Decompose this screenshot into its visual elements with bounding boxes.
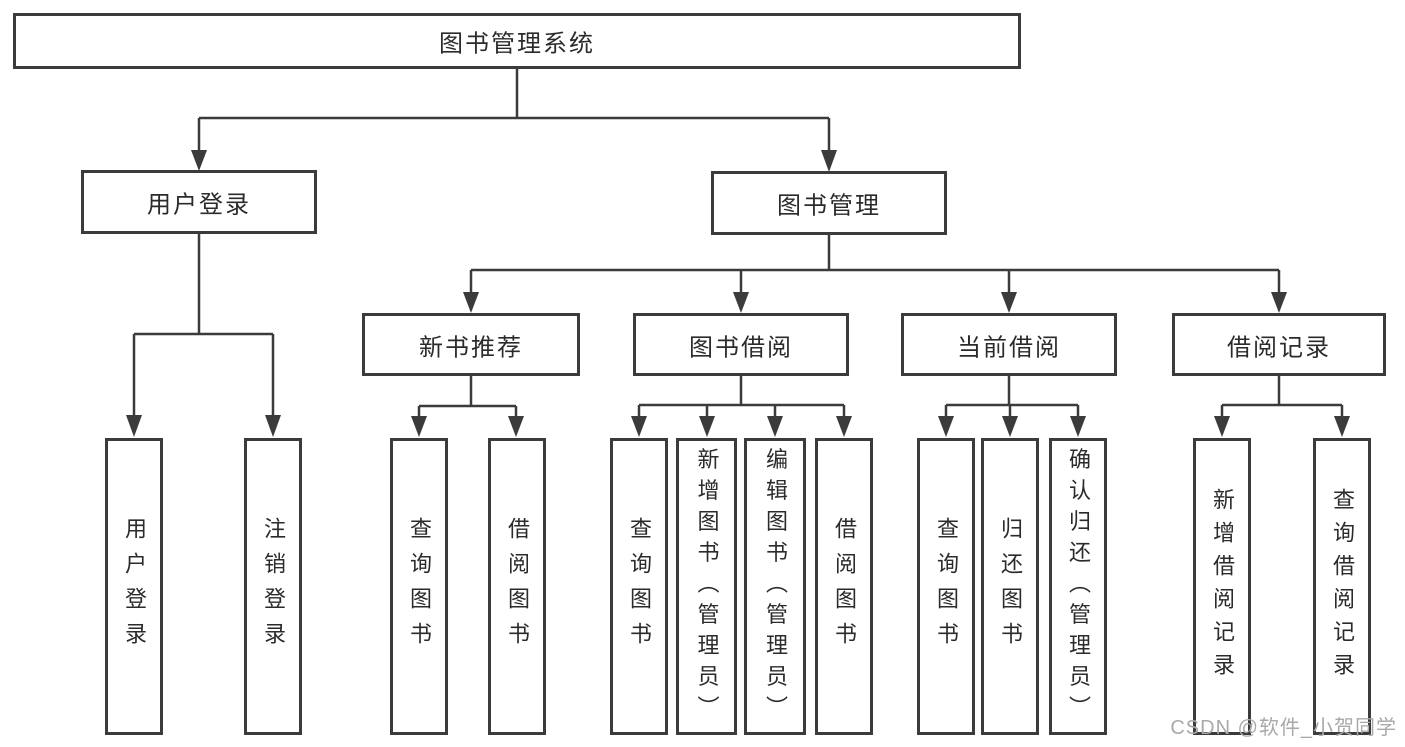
node-current-borrowing: 当前借阅: [901, 313, 1117, 376]
arrow-down-icon: [1334, 416, 1350, 437]
arrow-down-icon: [1001, 292, 1017, 313]
node-label: 图书管理系统: [439, 30, 595, 58]
leaf-add-books-admin: 新增图书（管理员）: [676, 438, 737, 735]
node-label: 用户登录: [122, 516, 147, 657]
leaf-query-books: 查询图书: [390, 438, 448, 735]
connector-borrowing-branch: [637, 375, 846, 417]
node-label: 图书借阅: [689, 334, 793, 361]
arrow-down-icon: [1002, 416, 1018, 437]
node-label: 查询借阅记录: [1330, 487, 1355, 686]
leaf-borrow-books: 借阅图书: [815, 438, 873, 735]
node-label: 查询图书: [627, 516, 652, 657]
node-label: 用户登录: [147, 191, 251, 219]
node-user-login: 用户登录: [81, 170, 317, 234]
leaf-query-books: 查询图书: [917, 438, 975, 735]
arrow-down-icon: [191, 150, 207, 171]
node-new-book-recommend: 新书推荐: [362, 313, 580, 376]
arrow-down-icon: [463, 292, 479, 313]
node-label: 编辑图书（管理员）: [763, 447, 788, 726]
node-book-management: 图书管理: [711, 171, 947, 235]
node-label: 新增图书（管理员）: [694, 447, 720, 726]
node-label: 新增借阅记录: [1210, 487, 1235, 686]
leaf-add-borrow-record: 新增借阅记录: [1193, 438, 1251, 735]
arrow-down-icon: [265, 415, 281, 437]
node-label: 图书管理: [777, 192, 881, 220]
node-label: 注销登录: [261, 516, 286, 657]
node-label: 确认归还（管理员）: [1066, 447, 1091, 726]
arrow-down-icon: [821, 150, 837, 172]
leaf-edit-books-admin: 编辑图书（管理员）: [744, 438, 806, 735]
arrow-down-icon: [1070, 416, 1086, 437]
arrow-down-icon: [699, 416, 715, 437]
arrow-down-icon: [508, 416, 524, 437]
arrow-down-icon: [631, 416, 647, 437]
leaf-query-borrow-record: 查询借阅记录: [1313, 438, 1371, 735]
arrow-down-icon: [938, 416, 954, 437]
node-root-system: 图书管理系统: [13, 13, 1021, 69]
leaf-borrow-books: 借阅图书: [488, 438, 546, 735]
csdn-watermark: CSDN @软件_小贺同学: [1170, 717, 1397, 739]
connector-records-branch: [1220, 375, 1344, 417]
leaf-return-books: 归还图书: [981, 438, 1039, 735]
arrow-down-icon: [836, 416, 852, 437]
node-label: 借阅记录: [1227, 334, 1331, 361]
connector-current-branch: [944, 375, 1080, 417]
node-book-borrowing: 图书借阅: [633, 313, 849, 376]
connector-book-mgmt-branch: [469, 234, 1281, 293]
node-label: 借阅图书: [832, 516, 857, 657]
arrowheads: [126, 150, 1350, 437]
arrow-down-icon: [733, 292, 749, 313]
arrow-down-icon: [411, 416, 427, 437]
connector-new-book-branch: [417, 375, 518, 417]
arrow-down-icon: [1214, 416, 1230, 437]
arrow-down-icon: [1271, 292, 1287, 313]
node-label: 查询图书: [934, 516, 959, 657]
arrow-down-icon: [126, 415, 142, 437]
connector-user-login-branch: [132, 233, 275, 416]
node-label: 归还图书: [998, 516, 1023, 657]
leaf-query-books: 查询图书: [610, 438, 668, 735]
leaf-confirm-return-admin: 确认归还（管理员）: [1049, 438, 1107, 735]
arrow-down-icon: [767, 416, 783, 437]
node-borrowing-records: 借阅记录: [1172, 313, 1386, 376]
node-label: 新书推荐: [419, 334, 523, 361]
node-label: 借阅图书: [505, 516, 530, 657]
leaf-logout: 注销登录: [244, 438, 302, 735]
node-label: 查询图书: [407, 516, 432, 657]
connector-root-branch: [197, 69, 831, 151]
node-label: 当前借阅: [957, 334, 1061, 361]
leaf-user-login: 用户登录: [105, 438, 163, 735]
